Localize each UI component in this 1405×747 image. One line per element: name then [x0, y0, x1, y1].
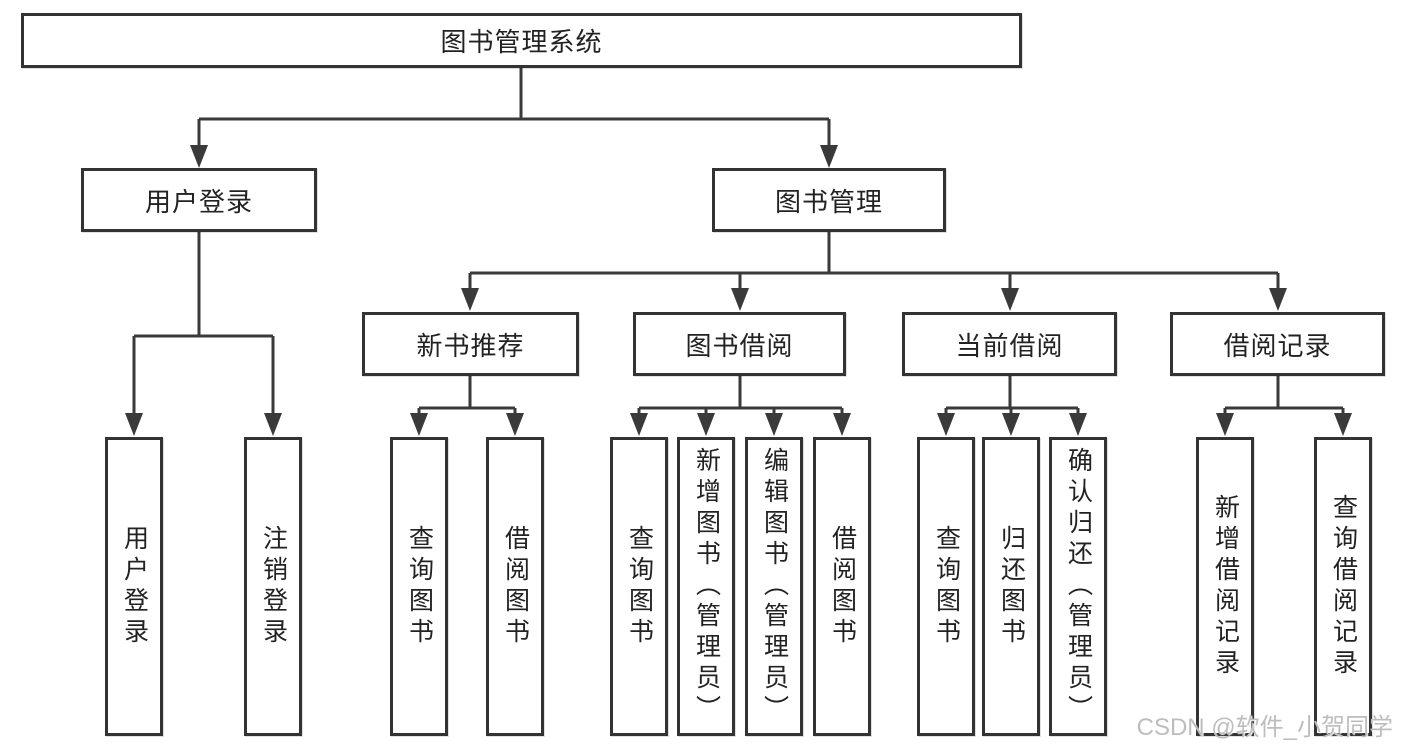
- node-return-book: 归还图书: [982, 437, 1040, 736]
- node-label: 图书借阅: [685, 330, 794, 361]
- node-library-management-system: 图书管理系统: [21, 13, 1022, 68]
- node-label: 查询图书: [405, 524, 434, 649]
- node-label: 借阅图书: [828, 524, 857, 649]
- node-label: 图书管理: [774, 186, 883, 217]
- node-book-management-branch: 图书管理: [712, 168, 946, 232]
- node-new-book-recommend: 新书推荐: [362, 312, 579, 376]
- node-book-borrow: 图书借阅: [633, 312, 846, 376]
- node-label: 查询图书: [625, 524, 654, 649]
- node-label: 借阅记录: [1223, 330, 1332, 361]
- node-label: 确认归还（管理员）: [1064, 447, 1093, 726]
- node-query-books-recommend: 查询图书: [390, 437, 448, 736]
- node-label: 当前借阅: [955, 330, 1064, 361]
- node-edit-book-admin: 编辑图书（管理员）: [745, 437, 803, 736]
- node-label: 归还图书: [997, 524, 1026, 649]
- node-label: 图书管理系统: [440, 27, 603, 57]
- node-label: 新书推荐: [416, 330, 525, 361]
- node-add-book-admin: 新增图书（管理员）: [677, 437, 735, 736]
- edges-root-to-level2: [190, 66, 838, 168]
- node-user-login: 用户登录: [105, 437, 163, 736]
- edges-current-borrow-to-leaves: [937, 376, 1087, 436]
- node-add-borrow-record: 新增借阅记录: [1196, 437, 1254, 736]
- edges-book-management-to-level3: [461, 232, 1287, 311]
- node-label: 借阅图书: [501, 524, 530, 649]
- node-query-books-borrow: 查询图书: [610, 437, 668, 736]
- node-query-books-current: 查询图书: [917, 437, 975, 736]
- node-user-login-branch: 用户登录: [81, 168, 317, 232]
- node-label: 用户登录: [120, 524, 149, 649]
- edges-user-login-to-leaves: [125, 232, 282, 436]
- node-label: 注销登录: [259, 524, 288, 649]
- node-current-borrow: 当前借阅: [902, 312, 1117, 376]
- node-borrow-books: 借阅图书: [813, 437, 871, 736]
- edges-borrow-records-to-leaves: [1216, 376, 1352, 436]
- node-label: 用户登录: [144, 186, 253, 217]
- node-label: 新增借阅记录: [1211, 493, 1240, 680]
- edges-book-borrow-to-leaves: [630, 376, 851, 436]
- edges-new-book-recommend-to-leaves: [410, 376, 524, 436]
- node-label: 新增图书（管理员）: [692, 447, 721, 726]
- node-label: 查询图书: [932, 524, 961, 649]
- node-confirm-return-admin: 确认归还（管理员）: [1049, 437, 1107, 736]
- node-logout-login: 注销登录: [244, 437, 302, 736]
- csdn-watermark: CSDN @软件_小贺同学: [1136, 714, 1393, 741]
- node-label: 编辑图书（管理员）: [760, 447, 789, 726]
- node-label: 查询借阅记录: [1329, 493, 1358, 680]
- node-query-borrow-record: 查询借阅记录: [1314, 437, 1372, 736]
- node-borrow-books-recommend: 借阅图书: [486, 437, 544, 736]
- node-borrow-records: 借阅记录: [1170, 312, 1385, 376]
